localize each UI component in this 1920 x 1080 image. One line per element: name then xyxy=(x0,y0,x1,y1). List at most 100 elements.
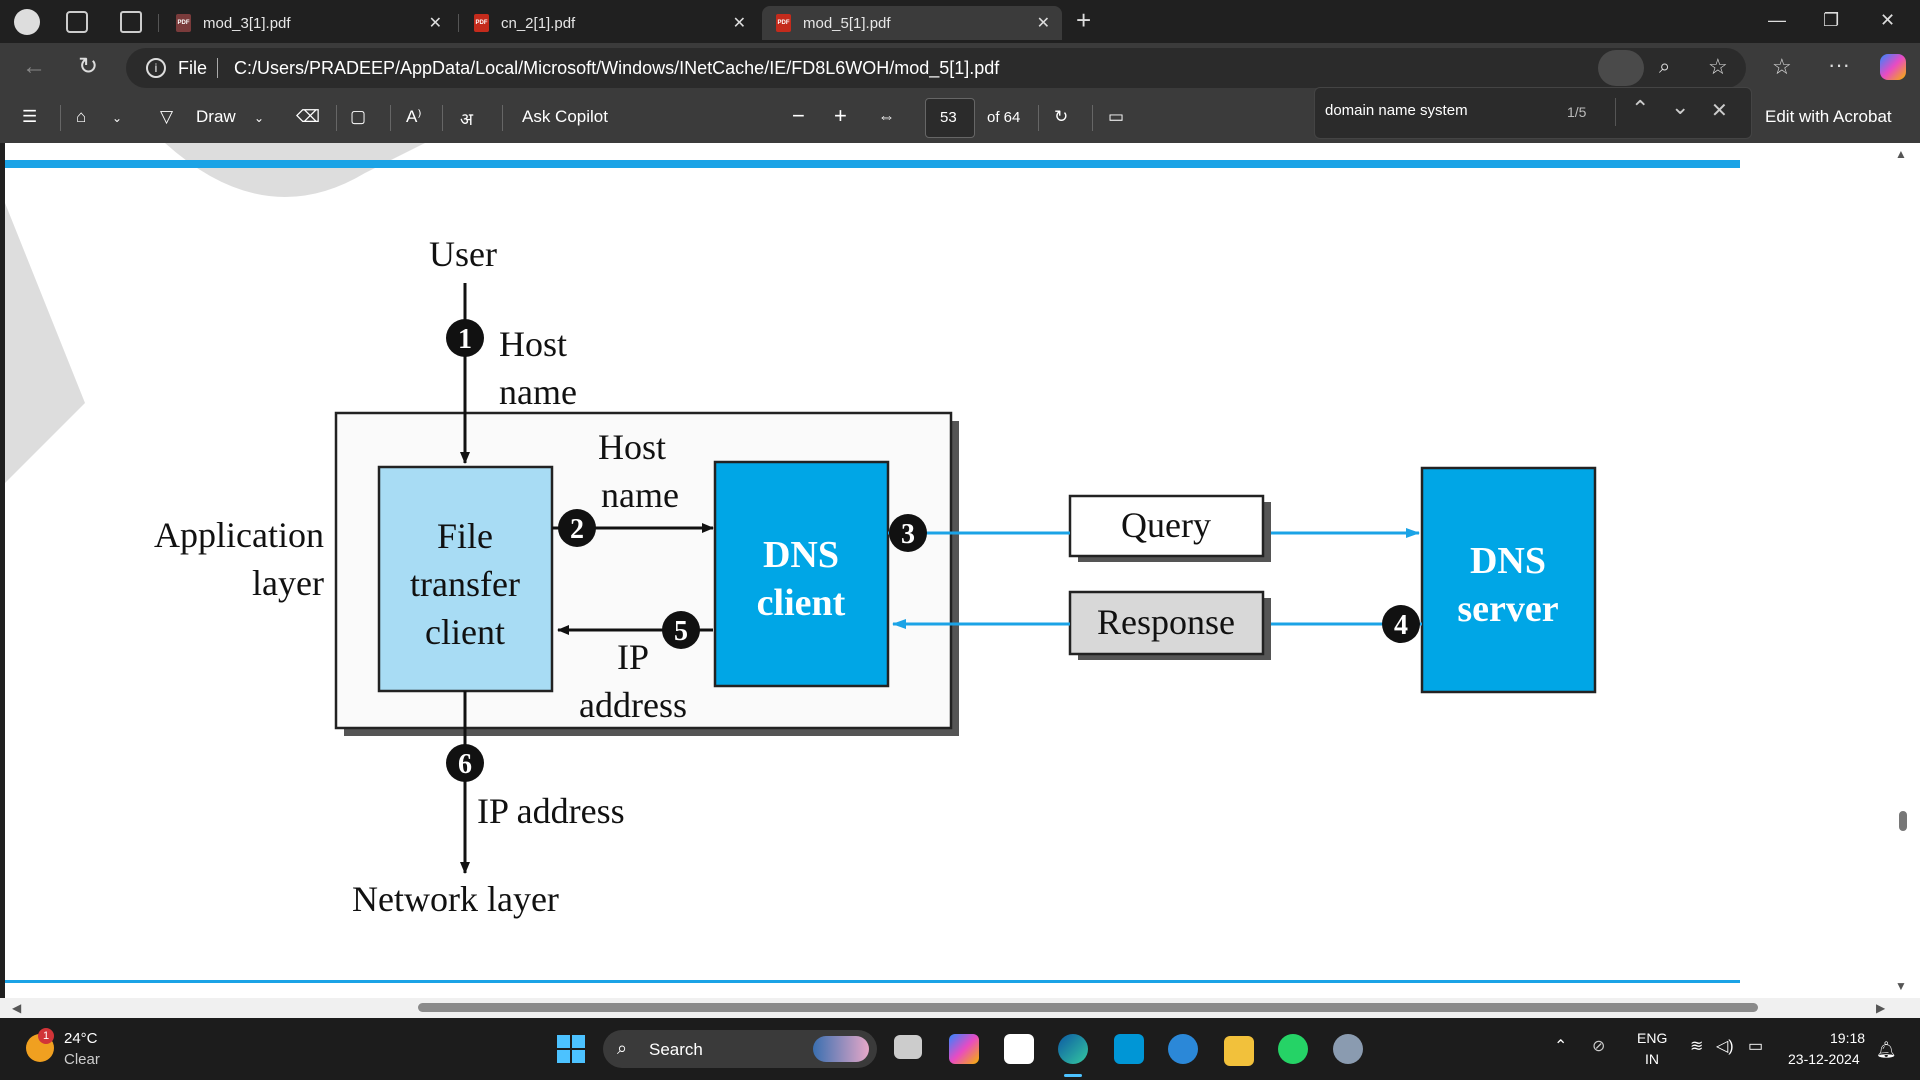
zoom-icon[interactable]: ⌕ xyxy=(1659,56,1671,78)
favorites-icon[interactable]: ☆ xyxy=(1772,54,1792,79)
read-aloud-icon[interactable] xyxy=(1598,50,1644,86)
task-view-icon[interactable] xyxy=(894,1035,922,1059)
scroll-left-icon[interactable]: ◀ xyxy=(12,1001,22,1015)
query-box xyxy=(1068,494,1265,558)
tab-actions-icon[interactable] xyxy=(120,11,142,33)
weather-temp[interactable]: 24°C xyxy=(64,1030,98,1047)
step2-label-line2: name xyxy=(601,475,679,515)
ftc-line2: transfer xyxy=(410,564,520,604)
edit-with-acrobat-button[interactable]: Edit with Acrobat xyxy=(1765,107,1892,126)
user-label: User xyxy=(429,234,497,274)
step-4-number: 4 xyxy=(1394,610,1408,641)
back-icon[interactable]: ← xyxy=(22,53,46,80)
step-4-circle xyxy=(1382,605,1420,643)
scroll-up-icon[interactable]: ▲ xyxy=(1895,147,1907,161)
address-bar[interactable]: i File C:/Users/PRADEEP/AppData/Local/Mi… xyxy=(126,48,1746,88)
myhp-icon[interactable] xyxy=(1114,1034,1144,1064)
workspaces-icon[interactable] xyxy=(66,11,88,33)
page-total: of 64 xyxy=(987,109,1021,126)
network-off-icon[interactable]: ⊘ xyxy=(1592,1038,1606,1055)
highlight-icon[interactable]: ⌂ xyxy=(76,107,87,126)
wifi-icon[interactable]: ≋ xyxy=(1690,1038,1704,1055)
eraser-icon[interactable]: ⌫ xyxy=(296,107,321,126)
pdf-file-icon: PDF xyxy=(474,14,489,32)
dns-client-line1: DNS xyxy=(763,534,839,576)
help-icon[interactable] xyxy=(1168,1034,1198,1064)
horizontal-scroll-thumb[interactable] xyxy=(418,1003,1758,1012)
file-explorer-icon[interactable] xyxy=(1224,1036,1254,1066)
page-view-icon[interactable]: ▭ xyxy=(1108,107,1125,126)
step6-label: IP address xyxy=(477,791,625,831)
step1-label-line1: Host xyxy=(499,324,567,364)
read-aloud-icon[interactable]: A⁾ xyxy=(406,107,422,126)
divider xyxy=(217,58,218,78)
notification-bell-icon[interactable]: 🔔︎ xyxy=(1876,1042,1897,1059)
clock-time[interactable]: 19:18 xyxy=(1830,1030,1866,1046)
chevron-up-icon[interactable]: ⌃ xyxy=(1554,1038,1568,1055)
draw-button[interactable]: Draw xyxy=(196,107,236,126)
info-icon[interactable]: i xyxy=(146,58,166,78)
fit-width-icon[interactable]: ⇔ xyxy=(878,107,895,126)
draw-icon[interactable]: ▽ xyxy=(160,107,174,126)
favorite-star-icon[interactable]: ☆ xyxy=(1708,54,1728,79)
text-box-icon[interactable]: ▢ xyxy=(350,107,367,126)
search-label: Search xyxy=(649,1040,703,1059)
zoom-out-button[interactable]: − xyxy=(792,103,805,128)
zoom-in-button[interactable]: + xyxy=(834,103,847,128)
windows-start-icon[interactable] xyxy=(557,1035,585,1063)
chevron-down-icon[interactable]: ⌄ xyxy=(254,111,265,125)
settings-icon[interactable] xyxy=(1333,1034,1363,1064)
find-next-icon[interactable]: ⌄ xyxy=(1671,94,1690,119)
close-tab-icon[interactable]: ✕ xyxy=(428,15,442,32)
chevron-down-icon[interactable]: ⌄ xyxy=(112,111,123,125)
whatsapp-icon[interactable] xyxy=(1278,1034,1308,1064)
scroll-right-icon[interactable]: ▶ xyxy=(1876,1001,1886,1015)
contents-icon[interactable]: ☰ xyxy=(22,107,38,126)
tab-title: mod_5[1].pdf xyxy=(803,14,891,32)
scroll-thumb[interactable] xyxy=(1899,811,1907,831)
battery-icon[interactable]: ▭ xyxy=(1748,1038,1764,1055)
scroll-down-icon[interactable]: ▼ xyxy=(1895,979,1907,993)
tab-cn2[interactable]: PDF cn_2[1].pdf ✕ xyxy=(460,6,758,40)
new-tab-button[interactable]: + xyxy=(1076,5,1092,35)
find-bar: domain name system 1/5 ⌃ ⌄ ✕ xyxy=(1314,87,1752,139)
lang-line1[interactable]: ENG xyxy=(1637,1030,1668,1046)
app-layer-line2: layer xyxy=(252,563,324,603)
tab-mod3[interactable]: PDF mod_3[1].pdf ✕ xyxy=(162,6,454,40)
find-previous-icon[interactable]: ⌃ xyxy=(1631,96,1650,121)
url-text[interactable]: C:/Users/PRADEEP/AppData/Local/Microsoft… xyxy=(234,58,1000,78)
step-6-circle xyxy=(446,744,484,782)
close-tab-icon[interactable]: ✕ xyxy=(732,15,746,32)
copilot-icon[interactable] xyxy=(1880,54,1906,80)
search-highlight-icon xyxy=(813,1036,869,1062)
close-window-button[interactable]: ✕ xyxy=(1880,10,1896,30)
refresh-icon[interactable]: ↻ xyxy=(78,53,99,80)
dns-client-line2: client xyxy=(757,582,846,624)
translate-icon[interactable]: अ xyxy=(460,110,473,129)
minimize-button[interactable]: — xyxy=(1768,10,1786,30)
pdf-page: 1 2 3 4 5 6 User Host name Application l… xyxy=(5,143,1885,998)
dns-server-line2: server xyxy=(1457,588,1558,630)
profile-icon[interactable] xyxy=(14,9,40,35)
step2-label-line1: Host xyxy=(598,427,666,467)
volume-icon[interactable]: ◁) xyxy=(1716,1038,1734,1055)
more-menu-icon[interactable]: ··· xyxy=(1828,52,1850,77)
step-5-number: 5 xyxy=(674,616,688,647)
taskbar-search[interactable]: ⌕ Search xyxy=(603,1030,877,1068)
ask-copilot-button[interactable]: Ask Copilot xyxy=(522,107,608,126)
watermark-shape xyxy=(165,143,425,197)
maximize-button[interactable]: ❐ xyxy=(1823,10,1840,30)
rotate-icon[interactable]: ↻ xyxy=(1054,107,1069,126)
store-icon[interactable] xyxy=(1004,1034,1034,1064)
page-number-input[interactable]: 53 xyxy=(925,98,975,138)
edge-icon[interactable] xyxy=(1058,1034,1088,1064)
close-tab-icon[interactable]: ✕ xyxy=(1036,15,1050,32)
vertical-scrollbar[interactable]: ▲ ▼ xyxy=(1885,143,1920,998)
find-close-icon[interactable]: ✕ xyxy=(1711,100,1728,122)
copilot-app-icon[interactable] xyxy=(949,1034,979,1064)
tab-mod5[interactable]: PDF mod_5[1].pdf ✕ xyxy=(762,6,1062,40)
tab-title: cn_2[1].pdf xyxy=(501,14,576,32)
find-input[interactable]: domain name system xyxy=(1325,102,1468,119)
dns-server-box xyxy=(1420,466,1597,694)
tab-bar: PDF mod_3[1].pdf ✕ PDF cn_2[1].pdf ✕ PDF… xyxy=(0,0,1920,43)
